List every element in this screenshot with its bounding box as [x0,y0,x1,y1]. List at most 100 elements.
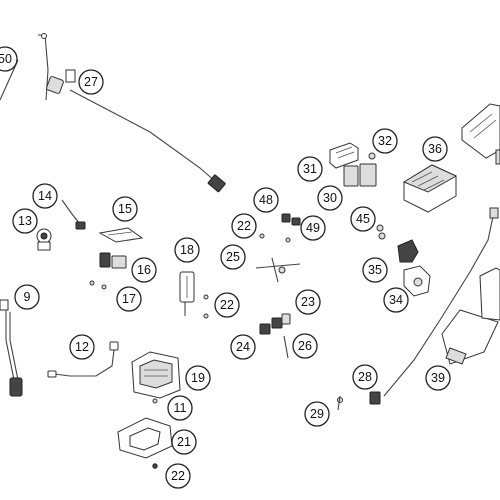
part-35-horn [397,239,419,263]
callout-48: 48 [253,187,279,213]
callout-number: 21 [177,435,191,449]
callout-25: 25 [220,244,246,270]
callout-circle [78,69,104,95]
part-16-switch [99,252,127,269]
part-48-49-clips [259,213,301,243]
callout-34: 34 [383,287,409,313]
callout-number: 35 [368,263,382,277]
callout-circle [112,196,138,222]
callout-circle [230,334,256,360]
callout-19: 19 [185,365,211,391]
part-15-bracket [98,227,144,243]
callout-22: 22 [231,213,257,239]
callout-27: 27 [78,69,104,95]
callout-31: 31 [297,156,323,182]
callout-number: 23 [301,295,315,309]
callout-number: 16 [137,263,151,277]
callout-number: 15 [118,202,132,216]
callout-9: 9 [14,284,40,310]
part-19-instrument-cluster [131,351,181,399]
part-26-rod [283,335,289,359]
callout-circle [12,208,38,234]
callout-28: 28 [352,364,378,390]
callout-number: 11 [174,401,187,415]
part-39-panel [441,309,499,365]
callout-22: 22 [214,292,240,318]
callout-circle [350,206,376,232]
callout-45: 45 [350,206,376,232]
part-31-bracket [329,142,359,169]
callout-13: 13 [12,208,38,234]
part-27-cable [46,69,226,193]
part-21-mount [117,417,173,459]
callout-number: 25 [226,250,240,264]
callout-circle [165,463,191,489]
callout-circle [422,136,448,162]
callout-number: 18 [180,243,194,257]
part-11-screw [152,398,158,404]
callout-number: 34 [389,293,403,307]
callout-22: 22 [165,463,191,489]
callout-circle [425,365,451,391]
callout-32: 32 [372,128,398,154]
callout-number: 22 [171,469,185,483]
callout-24: 24 [230,334,256,360]
callout-number: 29 [310,407,324,421]
callout-number: 36 [428,142,442,156]
callout-number: 14 [38,189,52,203]
callout-number: 24 [236,340,250,354]
part-18-module [179,271,195,316]
callout-23: 23 [295,289,321,315]
callout-11: 11 [167,395,193,421]
callout-circle [372,128,398,154]
callout-circle [214,292,240,318]
callout-39: 39 [425,365,451,391]
callout-circle [14,284,40,310]
callout-circle [116,286,142,312]
callout-number: 9 [24,290,31,304]
callout-30: 30 [317,185,343,211]
callout-16: 16 [131,257,157,283]
callout-number: 50 [0,52,12,66]
callout-circle [220,244,246,270]
callout-21: 21 [171,429,197,455]
callout-15: 15 [112,196,138,222]
callout-50: 50 [0,46,18,72]
callout-circle [292,333,318,359]
callout-number: 22 [220,298,234,312]
callout-circle [167,395,193,421]
callout-49: 49 [300,215,326,241]
callout-circle [300,215,326,241]
callout-circle [253,187,279,213]
callout-36: 36 [422,136,448,162]
part-23-sensor [271,313,291,329]
part-24-sensor [259,323,271,335]
part-34-relay [403,265,431,297]
callout-number: 28 [358,370,372,384]
callout-circle [69,334,95,360]
part-14-lead [61,199,86,230]
callout-circle [171,429,197,455]
callout-number: 30 [323,191,337,205]
callout-circle [174,237,200,263]
part-45-rings [376,224,386,240]
part-36-ecu [402,164,458,213]
callout-number: 48 [259,193,273,207]
part-25-clip [255,257,301,283]
callout-number: 27 [84,75,98,89]
callout-circle [185,365,211,391]
callout-circle [383,287,409,313]
part-12-cable [47,341,119,378]
callout-circle [297,156,323,182]
callout-number: 39 [431,371,445,385]
callout-number: 49 [306,221,320,235]
callout-26: 26 [292,333,318,359]
callout-circle [352,364,378,390]
callout-number: 32 [378,134,392,148]
callout-18: 18 [174,237,200,263]
part-22-screws-middle [203,294,209,319]
part-control-unit-top-right [461,103,500,165]
callout-circle [131,257,157,283]
